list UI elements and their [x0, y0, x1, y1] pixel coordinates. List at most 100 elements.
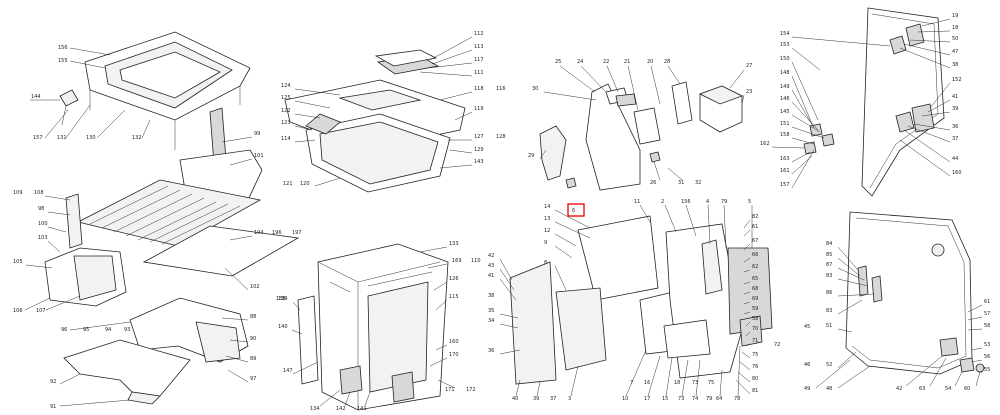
callout-48: 48	[826, 386, 832, 392]
callout-169: 169	[452, 258, 462, 264]
callout-63: 63	[919, 386, 925, 392]
callout-32: 32	[695, 180, 701, 186]
callout-155: 155	[58, 58, 68, 64]
callout-113: 113	[474, 44, 484, 50]
callout-73: 73	[678, 396, 684, 402]
floor-console-assembly	[44, 107, 300, 307]
callout-47: 47	[952, 49, 958, 55]
callout-8: 8	[544, 260, 547, 266]
callout-43: 43	[488, 263, 494, 269]
callout-41b: 41	[952, 94, 958, 100]
callout-14: 14	[544, 204, 550, 210]
callout-67: 67	[752, 238, 758, 244]
callout-62: 62	[752, 264, 758, 270]
callout-60: 60	[964, 386, 970, 392]
callout-40: 40	[512, 396, 518, 402]
callout-58: 58	[752, 316, 758, 322]
callout-74: 74	[692, 396, 698, 402]
callout-72: 72	[774, 342, 780, 348]
callout-70: 70	[752, 326, 758, 332]
callout-80: 80	[752, 376, 758, 382]
callout-42b: 42	[896, 386, 902, 392]
callout-147: 147	[283, 368, 293, 374]
door-handle-callouts: 25 24 22 21 20 28 27 23 30 29 26 31 32	[528, 59, 752, 186]
callout-162: 162	[760, 141, 770, 147]
callout-36b: 36	[952, 124, 958, 130]
callout-150: 150	[780, 56, 790, 62]
callout-197: 197	[292, 230, 302, 236]
callout-148: 148	[780, 70, 790, 76]
callout-160b: 160	[952, 170, 962, 176]
callout-10: 10	[622, 396, 628, 402]
callout-138: 138	[276, 296, 286, 302]
callout-103: 103	[38, 235, 48, 241]
callout-78: 78	[734, 396, 740, 402]
callout-93: 93	[124, 327, 130, 333]
callout-50: 50	[952, 36, 958, 42]
callout-57: 57	[984, 311, 990, 317]
callout-84: 84	[826, 241, 832, 247]
callout-37: 37	[952, 136, 958, 142]
callout-79b: 79	[706, 396, 712, 402]
callout-2: 2	[661, 199, 664, 205]
callout-20: 20	[647, 59, 653, 65]
callout-91: 91	[50, 404, 56, 410]
callout-111: 111	[474, 70, 484, 76]
callout-45: 45	[804, 324, 810, 330]
callout-23: 23	[746, 89, 752, 95]
callout-65: 65	[752, 276, 758, 282]
callout-58b: 58	[984, 323, 990, 329]
callout-172: 172	[466, 387, 476, 393]
cab-frame-assembly	[297, 243, 449, 411]
callout-16: 16	[644, 380, 650, 386]
callout-88: 88	[250, 314, 256, 320]
callout-133: 133	[449, 241, 459, 247]
callout-24: 24	[577, 59, 583, 65]
callout-98: 98	[38, 206, 44, 212]
callout-157b: 157	[780, 182, 790, 188]
callout-15: 15	[662, 396, 668, 402]
door-callouts: 14 6 13 12 9 11 2 156 4 79 5 42 43 41 38…	[488, 199, 753, 402]
callout-109: 109	[13, 190, 23, 196]
callout-66: 66	[752, 252, 758, 258]
callout-146: 146	[780, 96, 790, 102]
callout-128: 128	[496, 134, 506, 140]
callout-29: 29	[528, 153, 534, 159]
callout-34: 34	[488, 318, 494, 324]
callout-115: 115	[449, 294, 459, 300]
callout-57b: 61	[984, 299, 990, 305]
callout-143: 143	[474, 159, 484, 165]
callout-160: 160	[449, 339, 459, 345]
callout-4: 4	[706, 199, 709, 205]
callout-19: 19	[952, 13, 958, 19]
callout-132: 132	[132, 135, 142, 141]
callout-54: 54	[945, 386, 951, 392]
callout-27: 27	[746, 63, 752, 69]
door-handle-lock-assembly	[539, 81, 744, 191]
callout-25: 25	[555, 59, 561, 65]
callout-130: 130	[86, 135, 96, 141]
callout-26: 26	[650, 180, 656, 186]
callout-53: 53	[984, 342, 990, 348]
side-window-callouts: 84 85 87 83 86 83 51 52 49 48 42 63 54 6…	[804, 241, 990, 392]
callout-86: 86	[826, 290, 832, 296]
callout-52: 52	[826, 362, 832, 368]
callout-153b: 39	[952, 106, 958, 112]
callout-85: 85	[826, 252, 832, 258]
callout-157: 157	[33, 135, 43, 141]
callout-121: 121	[283, 181, 293, 187]
callout-104: 104	[254, 230, 264, 236]
callout-134: 134	[310, 406, 320, 412]
roof-frame-assembly	[59, 31, 251, 150]
callout-82: 82	[752, 214, 758, 220]
callout-145: 145	[780, 109, 790, 115]
callout-5: 5	[748, 199, 751, 205]
callout-92: 92	[50, 379, 56, 385]
callout-55: 55	[984, 367, 990, 373]
callout-11: 11	[634, 199, 640, 205]
callout-94: 94	[105, 327, 111, 333]
callout-154: 154	[780, 31, 790, 37]
callout-110: 110	[471, 258, 481, 264]
